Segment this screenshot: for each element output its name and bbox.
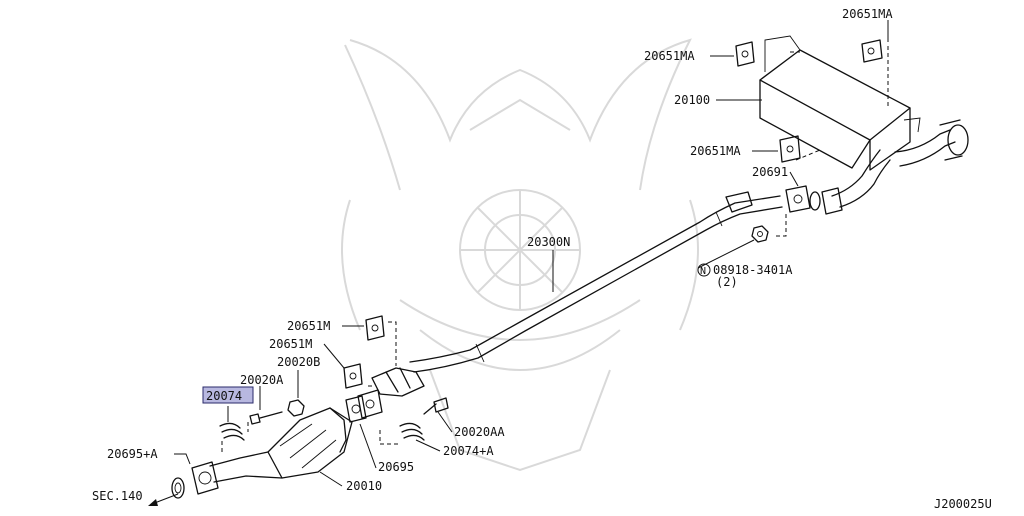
mount-rubber-20651m-a[interactable] (365, 315, 385, 341)
label-20020a[interactable]: 20020A (240, 373, 284, 387)
label-08918-qty: (2) (716, 275, 738, 289)
nut-symbol: N (697, 263, 711, 277)
front-pipe-joint[interactable] (357, 367, 425, 419)
label-20020b[interactable]: 20020B (277, 355, 320, 369)
label-sec140[interactable]: SEC.140 (92, 489, 143, 503)
label-20020aa[interactable]: 20020AA (454, 425, 505, 439)
gasket-20695a[interactable] (171, 477, 185, 499)
muffler-20100[interactable] (759, 35, 969, 215)
label-20300n[interactable]: 20300N (527, 235, 570, 249)
highlight-box-20074 (202, 386, 254, 404)
label-20695a[interactable]: 20695+A (107, 447, 158, 461)
mount-rubber-20651ma-left[interactable] (735, 41, 755, 67)
spring-20074a[interactable] (399, 422, 425, 441)
label-20691[interactable]: 20691 (752, 165, 788, 179)
spring-20074[interactable] (219, 422, 245, 441)
sec140-arrow (148, 493, 179, 506)
rear-flange-20691[interactable] (785, 185, 821, 213)
label-20651ma-left[interactable]: 20651MA (644, 49, 695, 63)
label-20695[interactable]: 20695 (378, 460, 414, 474)
nut-symbol-letter: N (700, 266, 706, 277)
mount-rubber-20651ma-top[interactable] (861, 39, 883, 63)
leader-lines (174, 20, 889, 487)
guide-lines (221, 46, 889, 452)
bolt-20020aa[interactable] (423, 397, 449, 415)
nut-20020b[interactable] (287, 399, 305, 417)
nut-08918-3401a[interactable] (751, 225, 769, 243)
label-20651ma-mid[interactable]: 20651MA (690, 144, 741, 158)
label-20010[interactable]: 20010 (346, 479, 382, 493)
mount-rubber-20651ma-mid[interactable] (779, 135, 801, 163)
catalytic-converter-20010[interactable] (191, 407, 353, 495)
mount-rubber-20651m-b[interactable] (343, 363, 363, 389)
label-20100[interactable]: 20100 (674, 93, 710, 107)
bolt-20020a[interactable] (249, 411, 283, 425)
center-pipe-20300n[interactable] (409, 191, 783, 373)
gasket-20695[interactable] (345, 395, 367, 423)
watermark-emblem (341, 38, 699, 472)
label-20651m-a[interactable]: 20651M (287, 319, 330, 333)
label-08918-3401a[interactable]: 08918-3401A (713, 263, 793, 277)
diagram-reference-code: J200025U (934, 497, 992, 511)
label-20074[interactable]: 20074 (206, 389, 242, 403)
label-20074a[interactable]: 20074+A (443, 444, 494, 458)
label-20651m-b[interactable]: 20651M (269, 337, 312, 351)
label-20651ma-top[interactable]: 20651MA (842, 7, 893, 21)
